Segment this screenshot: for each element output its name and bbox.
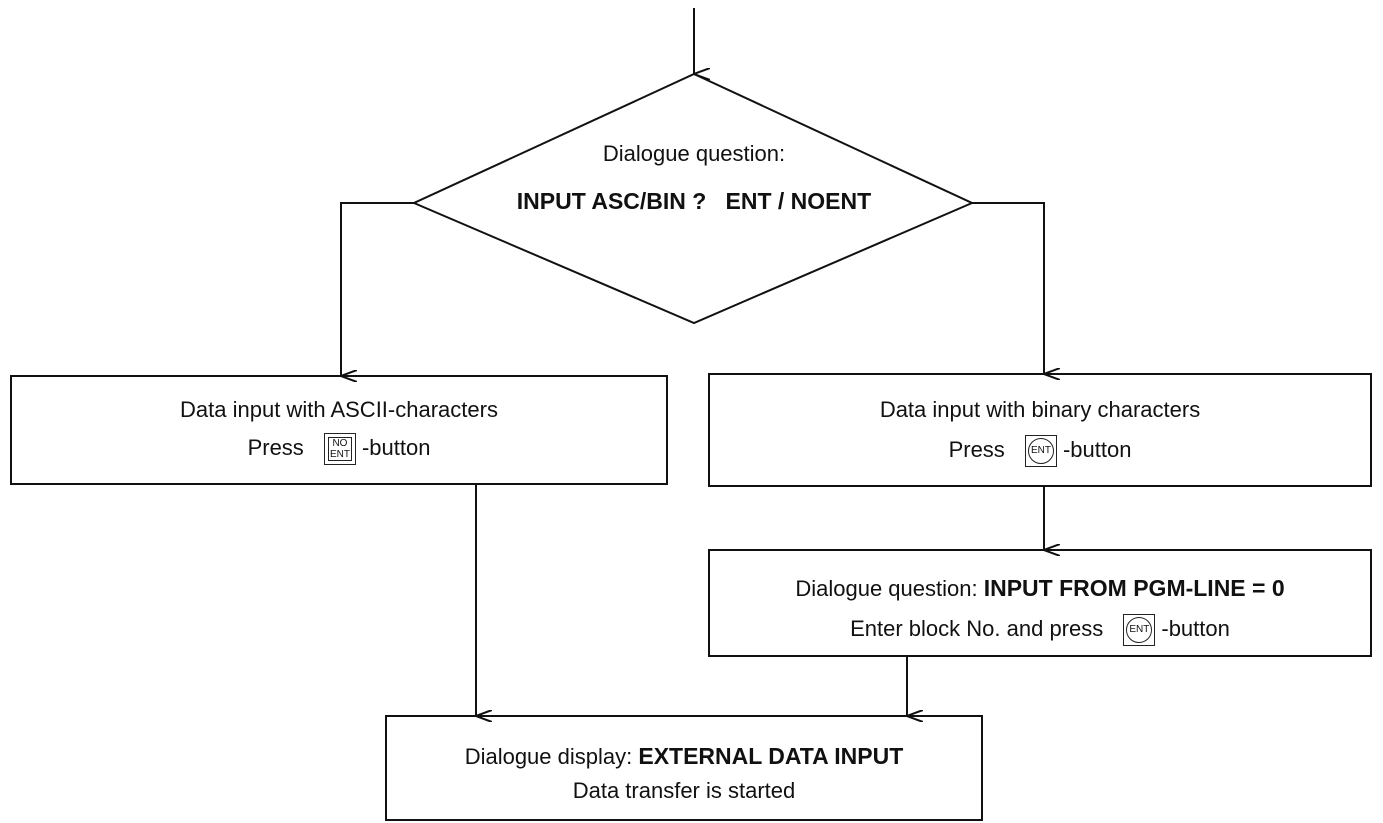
pgm-box-title: Dialogue question: INPUT FROM PGM-LINE =… xyxy=(709,575,1371,602)
pgm-line-box xyxy=(708,549,1372,657)
final-box-subtitle: Data transfer is started xyxy=(572,778,796,803)
ent-key-label: ENT xyxy=(1027,438,1054,464)
noent-key-icon: NO ENT xyxy=(323,433,356,465)
pgm-press-label: Enter block No. and press xyxy=(850,615,1104,641)
ascii-branch-arrow xyxy=(340,202,414,376)
ent-key-icon-2: ENT xyxy=(1123,614,1156,646)
decision-line-2: INPUT ASC/BIN ? ENT / NOENT xyxy=(516,188,872,214)
ascii-box xyxy=(10,375,668,485)
final-box xyxy=(385,715,983,821)
decision-diamond xyxy=(411,72,975,325)
binary-button-suffix: -button xyxy=(1062,436,1132,462)
decision-line-1: Dialogue question: xyxy=(602,141,786,166)
noent-key-line1: NO xyxy=(332,438,348,449)
pgm-title-bold: INPUT FROM PGM-LINE = 0 xyxy=(983,575,1285,601)
pgm-button-suffix: -button xyxy=(1161,615,1230,641)
ascii-button-suffix: -button xyxy=(361,434,431,460)
pgm-box-press-row: Enter block No. and press ENT -button xyxy=(709,614,1371,646)
binary-box-press-row: Press ENT -button xyxy=(709,435,1371,467)
ent-key-label-2: ENT xyxy=(1126,617,1153,643)
ascii-press-label: Press xyxy=(247,434,304,460)
binary-press-label: Press xyxy=(948,436,1005,462)
ent-key-icon: ENT xyxy=(1024,435,1057,467)
binary-branch-arrow xyxy=(972,202,1045,374)
final-title-bold: EXTERNAL DATA INPUT xyxy=(638,743,904,769)
ascii-box-press-row: Press NO ENT -button xyxy=(11,433,667,465)
binary-box-title: Data input with binary characters xyxy=(879,397,1201,422)
noent-key-line2: ENT xyxy=(329,449,350,460)
pgm-title-prefix: Dialogue question: xyxy=(795,576,978,601)
binary-box xyxy=(708,373,1372,487)
final-box-title: Dialogue display: EXTERNAL DATA INPUT xyxy=(386,743,982,770)
ascii-box-title: Data input with ASCII-characters xyxy=(180,397,498,422)
final-title-prefix: Dialogue display: xyxy=(464,744,633,769)
